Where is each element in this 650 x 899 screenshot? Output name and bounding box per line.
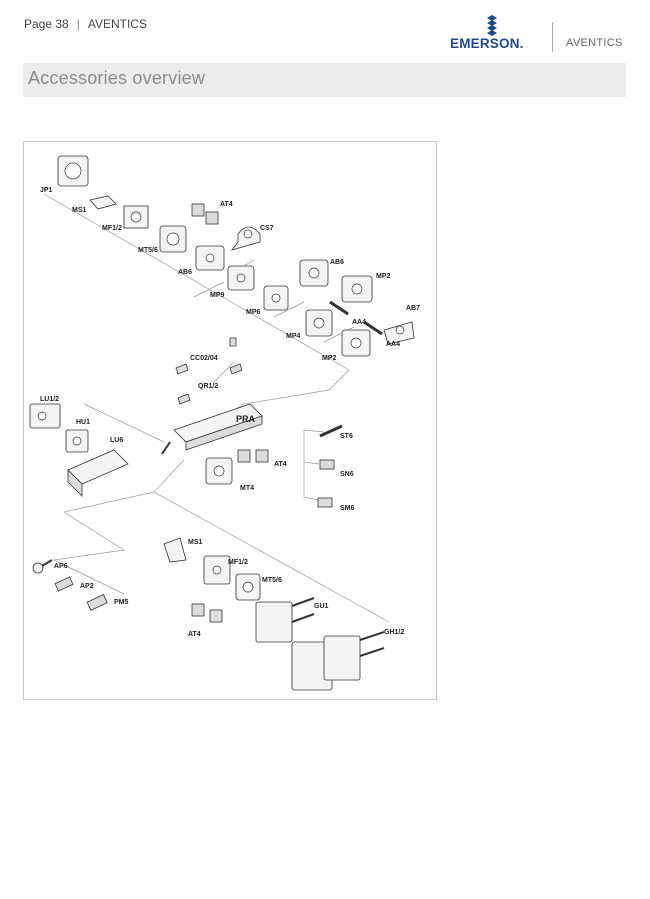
label-aa4-a: AA4 [352,319,366,326]
label-mp4: MP4 [286,333,301,340]
label-hu1: HU1 [76,419,90,426]
label-at4-mid: AT4 [274,461,287,468]
aa4-pins [329,300,383,336]
label-mp6: MP6 [246,309,261,316]
ms1-bottom-part [163,537,187,563]
label-sm6: SM6 [340,505,355,512]
ab6-left-part [195,245,225,271]
label-mt56-top: MT5/6 [138,247,158,254]
page-header: Page 38 | AVENTICS [24,17,147,31]
mt56-bottom-part [235,573,261,601]
jp1-part [57,155,89,187]
cs7-part [230,226,261,251]
mp9-part [227,265,255,291]
lu12-part [29,403,61,429]
page-number: Page 38 [24,17,69,31]
label-ap2: AP2 [80,583,94,590]
label-qr12: QR1/2 [198,383,218,390]
header-brand: AVENTICS [87,17,147,31]
accessories-diagram: JP1 MS1 MF1/2 AT4 CS7 MT5/6 AB6 AB6 MP2 … [23,141,437,700]
at4-top-part [191,203,219,225]
emerson-emblem-icon [487,15,497,36]
fittings-part [175,337,243,405]
label-mt56-bottom: MT5/6 [262,577,282,584]
ab7-part [383,321,415,345]
mf12-top-part [123,205,149,229]
label-ms1-bottom: MS1 [188,539,203,546]
header-separator: | [76,17,80,31]
label-ab7: AB7 [406,305,420,312]
gu1-part [255,597,315,643]
accessories-exploded-view: JP1 MS1 MF1/2 AT4 CS7 MT5/6 AB6 AB6 MP2 … [29,155,420,691]
at4-bottom-part [191,603,223,623]
mt4-part [205,457,233,485]
label-pm5: PM5 [114,599,129,606]
emerson-logo: EMERSON. [450,14,540,54]
label-ab6-right: AB6 [330,259,344,266]
hu1-part [65,429,89,453]
sensors-part [317,424,343,508]
mp6-part [263,285,289,311]
ap2-part [54,576,74,592]
label-cc0204: CC02/04 [190,355,218,362]
mp2-bottom-part [341,329,371,357]
mt56-top-part [159,225,187,253]
label-mp2-bottom: MP2 [322,355,337,362]
label-mf12-bottom: MF1/2 [228,559,248,566]
aventics-logo: AVENTICS [566,37,623,49]
section-header: Accessories overview [23,63,626,97]
mp4-part [305,309,333,337]
section-title: Accessories overview [28,68,206,88]
label-mt4: MT4 [240,485,254,492]
logo-divider [552,22,553,52]
label-ms1-top: MS1 [72,207,87,214]
mf12-bottom-part [203,555,231,585]
emerson-wordmark: EMERSON. [450,36,524,51]
label-gu1: GU1 [314,603,329,610]
label-sn6: SN6 [340,471,354,478]
label-ab6-left: AB6 [178,269,192,276]
at4-mid-part [237,449,269,463]
ap6-part [32,559,53,574]
label-aa4-b: AA4 [386,341,400,348]
label-lu12: LU1/2 [40,396,59,403]
pm5-part [86,594,108,611]
gh12-part [291,631,385,691]
lu6-part [67,449,129,497]
label-mf12-top: MF1/2 [102,225,122,232]
label-pra: PRA [236,414,256,424]
ab6-right-part [299,259,329,287]
label-mp2-top: MP2 [376,273,391,280]
label-mp9: MP9 [210,292,225,299]
mp2-top-part [341,275,373,303]
label-at4-bottom: AT4 [188,631,201,638]
label-jp1: JP1 [40,187,53,194]
ms1-top-part [89,195,117,210]
label-lu6: LU6 [110,437,123,444]
pra-cylinder [161,403,263,455]
label-st6: ST6 [340,433,353,440]
label-gh12: GH1/2 [384,629,404,636]
label-ap6: AP6 [54,563,68,570]
label-at4-top: AT4 [220,201,233,208]
label-cs7: CS7 [260,225,274,232]
